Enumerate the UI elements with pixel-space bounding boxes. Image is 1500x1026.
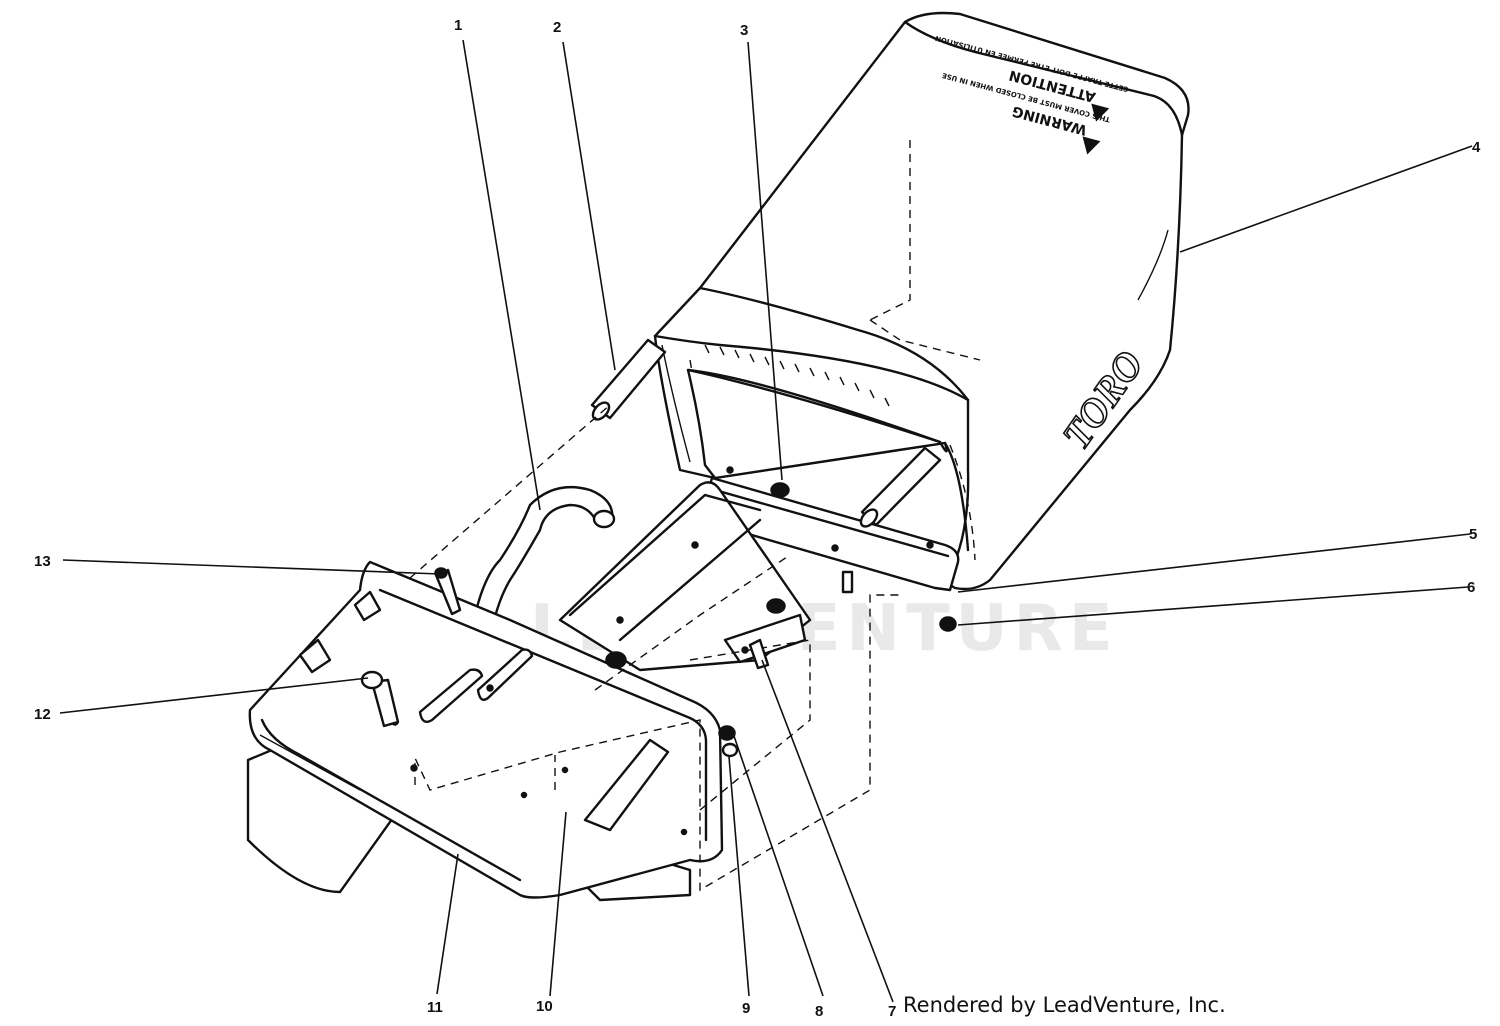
- callout-3: 3: [740, 22, 748, 39]
- credit-text: Rendered by LeadVenture, Inc.: [903, 993, 1226, 1017]
- callout-8: 8: [815, 1003, 823, 1020]
- warning-triangle-icon: [1082, 136, 1101, 155]
- grass-bag: [653, 11, 1190, 591]
- callout-5: 5: [1469, 526, 1477, 543]
- callout-4: 4: [1472, 139, 1481, 156]
- callout-13: 13: [34, 553, 51, 570]
- callout-7: 7: [888, 1003, 896, 1020]
- callout-10: 10: [536, 998, 553, 1015]
- frame-bar: [698, 466, 960, 592]
- callout-11: 11: [427, 999, 443, 1016]
- fasteners: [360, 482, 957, 758]
- callout-9: 9: [742, 1000, 750, 1017]
- leader-lines: [59, 39, 1473, 1003]
- callout-labels: 1 2 3 4 5 6 7 8 9 10 11 12 13: [34, 17, 1481, 1020]
- mounting-plate: [558, 481, 812, 672]
- assembly-dashed-lines: [409, 404, 900, 892]
- callout-2: 2: [553, 19, 561, 36]
- tube-part-2: [590, 338, 942, 528]
- callout-6: 6: [1467, 579, 1475, 596]
- chute-body: [246, 560, 724, 902]
- callout-12: 12: [34, 706, 51, 723]
- attention-triangle-icon: [1091, 103, 1110, 122]
- callout-1: 1: [454, 17, 462, 34]
